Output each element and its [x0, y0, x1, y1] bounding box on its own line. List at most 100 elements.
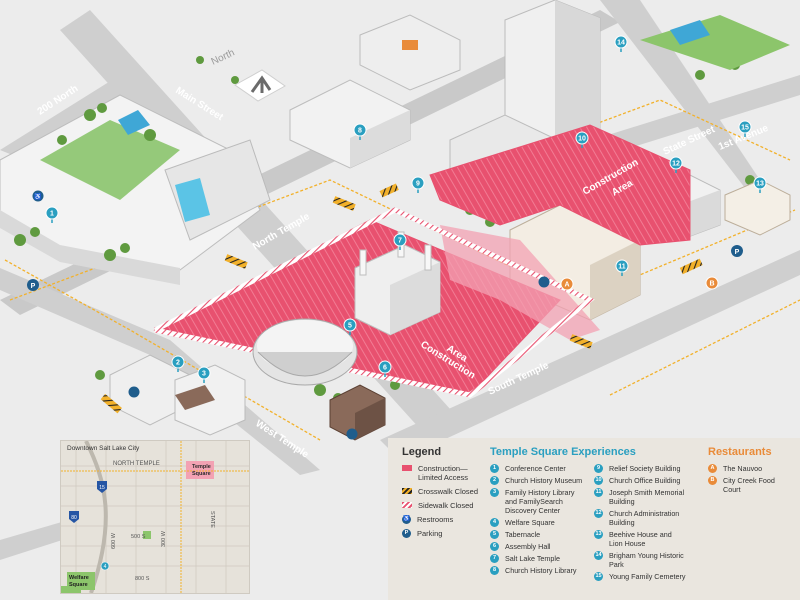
tabernacle[interactable]: [252, 318, 358, 386]
church-history-library[interactable]: [289, 79, 411, 169]
experience-label-line: Joseph Smith Memorial: [609, 488, 685, 497]
legend-item-restrooms: ♿ Restrooms: [402, 515, 488, 524]
experience-label: Church History Museum: [505, 476, 582, 485]
experience-label-line: Relief Society Building: [609, 464, 681, 473]
svg-text:7: 7: [398, 238, 402, 245]
restaurant-pins[interactable]: A B: [560, 276, 719, 291]
restaurant-pin-b[interactable]: B: [705, 276, 719, 290]
svg-text:3: 3: [202, 371, 206, 378]
inset-map: 15 80 NORTH TEMPLE Temple Square 500 S 8…: [60, 440, 250, 594]
experience-number-badge: 10: [594, 476, 603, 485]
facility-markers: ♿ P P: [27, 190, 743, 440]
experience-number-badge: 14: [594, 551, 603, 560]
pin-6[interactable]: 6: [378, 360, 392, 377]
experience-number-badge: 3: [490, 488, 499, 497]
legend-column: Legend Construction—Limited Access Cross…: [402, 446, 488, 543]
pin-2[interactable]: 2: [171, 355, 185, 372]
experience-label-line: Church Office Building: [609, 476, 681, 485]
experience-label: Church History Library: [505, 566, 577, 575]
restroom-icon: [538, 276, 550, 288]
svg-text:12: 12: [672, 161, 680, 168]
experience-label: Assembly Hall: [505, 542, 551, 551]
pin-7[interactable]: 7: [393, 233, 407, 250]
experience-label-line: Welfare Square: [505, 518, 555, 527]
experience-label-line: Salt Lake Temple: [505, 554, 561, 563]
svg-text:2: 2: [176, 360, 180, 367]
pin-5[interactable]: 5: [343, 318, 357, 335]
inset-title: Downtown Salt Lake City: [67, 445, 140, 452]
experience-number-badge: 4: [490, 518, 499, 527]
experience-number-badge: 1: [490, 464, 499, 473]
assembly-hall[interactable]: [329, 384, 386, 441]
restaurant-number-badge: B: [708, 476, 717, 485]
legend-panel: Legend Construction—Limited Access Cross…: [388, 438, 800, 600]
svg-text:10: 10: [578, 136, 586, 143]
legend-item-crosswalk: Crosswalk Closed: [402, 487, 488, 496]
experience-number-badge: 2: [490, 476, 499, 485]
restroom-icon: ♿: [32, 190, 44, 202]
inset-pin-4: 4: [100, 561, 110, 571]
legend-construction-line1: Construction—: [418, 464, 468, 473]
experience-label: Young Family Cemetery: [609, 572, 685, 581]
experience-label: Conference Center: [505, 464, 566, 473]
pin-8[interactable]: 8: [353, 123, 367, 140]
legend-item-parking: P Parking: [402, 529, 488, 538]
svg-text:13: 13: [756, 181, 764, 188]
salt-lake-temple[interactable]: [354, 231, 441, 336]
inset-300w: 300 W: [161, 530, 167, 547]
svg-text:A: A: [564, 282, 569, 289]
experience-label-line: Building: [609, 497, 635, 506]
experience-number-badge: 6: [490, 542, 499, 551]
experience-item-2: 2 Church History Museum: [490, 476, 594, 485]
construction-area-east: [429, 124, 691, 246]
experience-number-badge: 13: [594, 530, 603, 539]
lower-left-buildings: [109, 354, 246, 436]
pin-10[interactable]: 10: [575, 131, 589, 148]
pin-1[interactable]: 1: [45, 206, 59, 223]
restaurant-pin-a[interactable]: A: [560, 277, 574, 291]
experience-label-line: Tabernacle: [505, 530, 541, 539]
legend-restrooms-label: Restrooms: [417, 515, 454, 524]
restaurant-label-line: The Nauvoo: [723, 464, 763, 473]
pin-9[interactable]: 9: [411, 176, 425, 193]
svg-text:80: 80: [71, 515, 77, 521]
svg-text:15: 15: [741, 125, 749, 132]
pin-13[interactable]: 13: [753, 176, 767, 193]
experiences-lists: 1 Conference Center 2 Church History Museum…: [490, 464, 700, 584]
inset-600w: 600 W: [111, 532, 117, 549]
parking-icon: P: [402, 529, 411, 538]
legend-item-construction: Construction—Limited Access: [402, 464, 488, 482]
pin-11[interactable]: 11: [615, 259, 629, 276]
experience-label-line: Beehive House and: [609, 530, 672, 539]
north-arrow-icon: [250, 75, 272, 93]
svg-text:9: 9: [416, 181, 420, 188]
restroom-icon: [128, 386, 140, 398]
pin-12[interactable]: 12: [669, 156, 683, 173]
restaurants-title: Restaurants: [708, 446, 772, 458]
experience-number-badge: 7: [490, 554, 499, 563]
experience-pins[interactable]: 1 2 3 5 6 7 8 9 10 11 12 13 14 15: [45, 35, 767, 383]
experience-label: Welfare Square: [505, 518, 555, 527]
pin-14[interactable]: 14: [614, 35, 628, 52]
pin-15[interactable]: 15: [738, 120, 752, 137]
experience-label-line: Church History Library: [505, 566, 577, 575]
experience-item-10: 10 Church Office Building: [594, 476, 700, 485]
restaurant-label-line: City Creek Food: [723, 476, 775, 485]
legend-construction-line2: Limited Access: [418, 473, 469, 482]
experience-label-line: Church History Museum: [505, 476, 583, 485]
experience-number-badge: 5: [490, 530, 499, 539]
pin-3[interactable]: 3: [197, 366, 211, 383]
legend-parking-label: Parking: [417, 529, 443, 538]
experience-label-line: Building: [609, 518, 635, 527]
